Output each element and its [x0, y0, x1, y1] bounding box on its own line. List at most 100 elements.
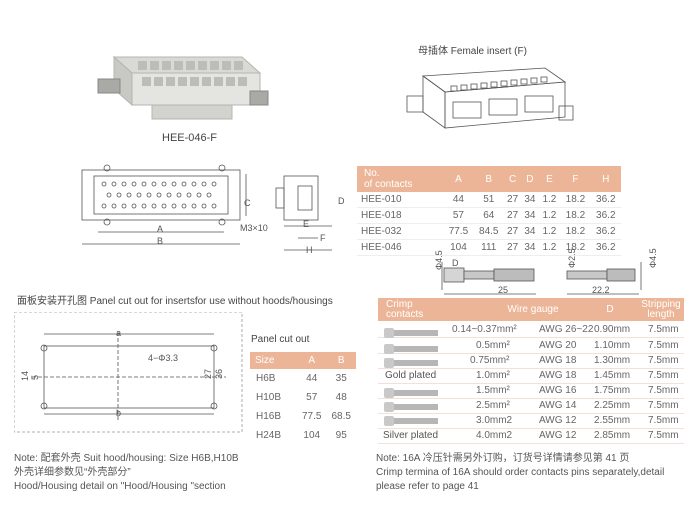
dim-c: C — [244, 198, 251, 208]
cell: 1.0mm² — [476, 370, 510, 381]
cell: AWG 18 — [539, 355, 577, 366]
cell: 1.5mm² — [476, 385, 510, 396]
crimp-col-d: D — [606, 304, 614, 315]
cell: 1.45mm — [594, 370, 631, 381]
cell: 77.5 — [443, 223, 474, 240]
note-left-2: 外壳详细参数见“外壳部分” — [14, 467, 131, 478]
product-photo — [97, 55, 269, 120]
pin-dia3: Φ4.5 — [648, 248, 658, 268]
pin-dia2: Φ2.5 — [567, 248, 577, 268]
panel-dim-14: 14 — [20, 370, 30, 381]
panel-col-b: B — [326, 352, 356, 369]
cell: 36.2 — [590, 192, 621, 208]
cell: 51 — [473, 192, 504, 208]
cell: 95 — [335, 430, 347, 441]
cell: 7.5mm — [648, 385, 679, 396]
cell: 27 — [503, 207, 522, 224]
cell: 2.85mm — [594, 430, 631, 441]
dim-b: B — [157, 236, 164, 246]
silver-plated-label: Silver plated — [383, 430, 439, 441]
cell: 36.2 — [590, 223, 621, 240]
note-left-3: Hood/Housing detail on "Hood/Housing "se… — [14, 481, 226, 492]
cell: 2.5mm² — [476, 400, 510, 411]
spec-col-f: F — [560, 166, 591, 192]
cell: 7.5mm — [648, 400, 679, 411]
cell: H24B — [256, 430, 282, 441]
cell: AWG 20 — [539, 340, 577, 351]
note-right-2: Crimp termina of 16A should order contac… — [376, 467, 665, 478]
cell: 84.5 — [473, 223, 504, 240]
pin-drawing-left — [441, 262, 536, 295]
spec-col-b: B — [473, 166, 504, 192]
panel-dim-5: 5 — [30, 374, 40, 380]
spec-col-a: A — [443, 166, 474, 192]
cell: 18.2 — [560, 207, 591, 224]
dim-e: E — [303, 219, 310, 229]
cell: 1.2 — [538, 192, 561, 208]
crimp-col-strip: Stripping length — [641, 299, 681, 320]
cell: HEE-032 — [357, 223, 444, 240]
cell: 34 — [521, 239, 539, 256]
cell: 7.5mm — [648, 324, 679, 335]
cell: 2.55mm — [594, 415, 631, 426]
cell: 104 — [443, 239, 474, 256]
cell: 1.30mm — [594, 355, 631, 366]
cell: 57 — [306, 392, 318, 403]
cell: AWG 26~22 — [539, 324, 594, 335]
panel-col-a: A — [296, 352, 327, 369]
dim-screw: M3×10 — [240, 223, 268, 233]
cell: AWG 18 — [539, 370, 577, 381]
crimp-col-wire: Wire gauge — [507, 304, 559, 315]
spec-col-h: H — [590, 166, 621, 192]
model-label: HEE-046-F — [162, 132, 218, 144]
gold-contacts-image — [384, 328, 438, 368]
cell: 1.2 — [538, 223, 561, 240]
cell: 36.2 — [590, 239, 621, 256]
crimp-table-header: Crimp contacts Wire gauge D Stripping le… — [378, 298, 684, 321]
note-left-1: Note: 配套外壳 Suit hood/housing: Size H6B,H… — [14, 453, 239, 464]
cell: H10B — [256, 392, 282, 403]
cell: AWG 12 — [539, 415, 577, 426]
cell: 27 — [503, 192, 522, 208]
panel-cutout-drawing — [14, 312, 243, 433]
cell: 0.90mm — [594, 324, 631, 335]
panel-dim-36: 36 — [214, 368, 224, 379]
cell: 64 — [473, 207, 504, 224]
dim-d: D — [338, 196, 345, 206]
spec-table-header: No. of contacts A B C D E F H — [357, 166, 621, 192]
cell: 7.5mm — [648, 415, 679, 426]
cell: 1.10mm — [594, 340, 631, 351]
cell: 18.2 — [560, 223, 591, 240]
cell: 34 — [521, 223, 539, 240]
side-view-drawing — [275, 175, 332, 251]
spec-col-e: E — [538, 166, 561, 192]
panel-dim-hole: 4−Φ3.3 — [148, 353, 178, 363]
cell: 57 — [443, 207, 474, 224]
cell: 4.0mm2 — [476, 430, 513, 441]
silver-contacts-image — [384, 388, 438, 426]
panel-table-title: Panel cut out — [251, 334, 310, 345]
cell: H6B — [256, 373, 276, 384]
cell: 7.5mm — [648, 355, 679, 366]
cell: AWG 16 — [539, 385, 577, 396]
pin-drawing-right — [566, 262, 642, 295]
cell: AWG 14 — [539, 400, 577, 411]
panel-table-header: Size A B — [250, 352, 356, 369]
panel-dim-b: b — [116, 408, 122, 418]
